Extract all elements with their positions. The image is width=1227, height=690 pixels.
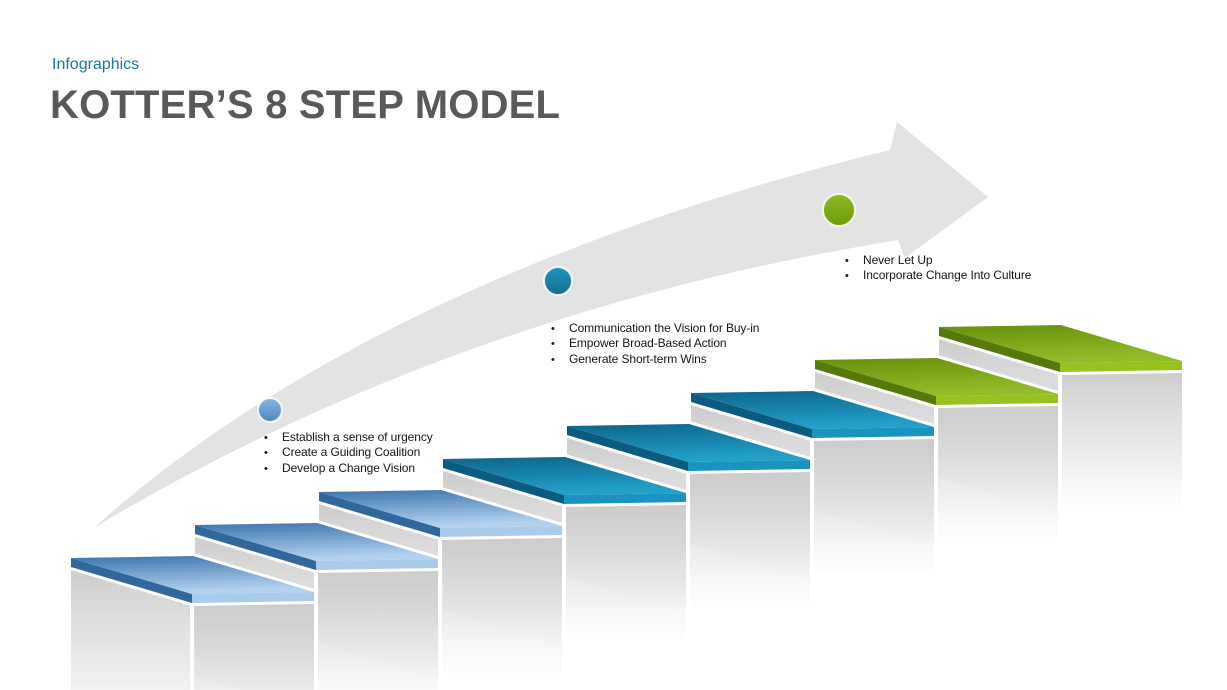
bullet-marker [256, 430, 282, 445]
bullet-marker [837, 268, 863, 283]
bullet-text: Establish a sense of urgency [282, 430, 433, 444]
step-riser-left [71, 567, 190, 690]
milestone-3-marker [822, 193, 856, 227]
milestone-2-marker [543, 266, 573, 296]
bullet-text: Incorporate Change Into Culture [863, 268, 1032, 283]
steps [68, 322, 1185, 690]
bullet-marker [543, 352, 569, 367]
bullet-text: Create a Guiding Coalition [282, 445, 421, 460]
milestone-3-bullets: Never Let Up Incorporate Change Into Cul… [837, 253, 1031, 284]
step-top-face [815, 358, 1058, 396]
step-side-face [567, 426, 688, 471]
page-title: KOTTER’S 8 STEP MODEL [50, 83, 561, 127]
bullet-marker [256, 445, 282, 460]
step-riser-front [194, 601, 314, 690]
milestone-1-bullets: Establish a sense of urgency Create a Gu… [256, 430, 433, 476]
step-riser-front [442, 535, 562, 679]
bullet-marker [543, 321, 569, 336]
bullet-text: Never Let Up [863, 253, 933, 267]
bullet-item: Generate Short-term Wins [543, 352, 759, 367]
step-front-face [564, 493, 686, 504]
step-side-face [443, 459, 564, 504]
step-top-face [443, 457, 686, 495]
milestone-1-marker [257, 397, 283, 423]
bullet-text: Generate Short-term Wins [569, 351, 707, 366]
step-side-face [691, 393, 812, 438]
step-side-face [71, 558, 192, 603]
step-top-face [71, 556, 314, 594]
bullet-item: Communication the Vision for Buy-in [543, 321, 759, 336]
step-riser-front [1062, 370, 1182, 514]
milestone-2-bullets: Communication the Vision for Buy-in Empo… [543, 321, 759, 367]
bullet-item: Create a Guiding Coalition [256, 445, 433, 460]
eyebrow-label: Infographics [52, 56, 140, 73]
step-riser-front [690, 469, 810, 613]
step-front-face [440, 526, 562, 537]
step-front-face [936, 394, 1058, 405]
bullet-text: Empower Broad-Based Action [569, 336, 727, 351]
step-riser-front [814, 436, 934, 580]
step-top-face [939, 325, 1182, 363]
bullet-marker [837, 253, 863, 268]
step-side-face [815, 360, 936, 405]
step-side-face [319, 492, 440, 537]
bullet-item: Never Let Up [837, 253, 1031, 268]
step-riser-front [566, 502, 686, 646]
bullet-item: Incorporate Change Into Culture [837, 268, 1031, 283]
step-front-face [688, 460, 810, 471]
bullet-marker [543, 336, 569, 351]
bullet-item: Establish a sense of urgency [256, 430, 433, 445]
bullet-text: Communication the Vision for Buy-in [569, 321, 760, 335]
step-front-face [316, 559, 438, 570]
milestone-markers [257, 193, 856, 423]
step-front-face [192, 592, 314, 603]
bullet-item: Develop a Change Vision [256, 461, 433, 476]
step-riser-front [318, 568, 438, 690]
step-top-face [319, 490, 562, 528]
bullet-marker [256, 461, 282, 476]
step-1 [68, 553, 317, 690]
step-top-face [691, 391, 934, 429]
step-front-face [1060, 361, 1182, 372]
trend-arrow [95, 122, 988, 527]
step-riser-front [938, 403, 1058, 547]
bullet-text: Develop a Change Vision [282, 460, 415, 475]
step-top-face [195, 523, 438, 561]
step-top-face [567, 424, 810, 462]
bullet-item: Empower Broad-Based Action [543, 336, 759, 351]
step-side-face [195, 525, 316, 570]
step-side-face [939, 327, 1060, 372]
step-front-face [812, 427, 934, 438]
